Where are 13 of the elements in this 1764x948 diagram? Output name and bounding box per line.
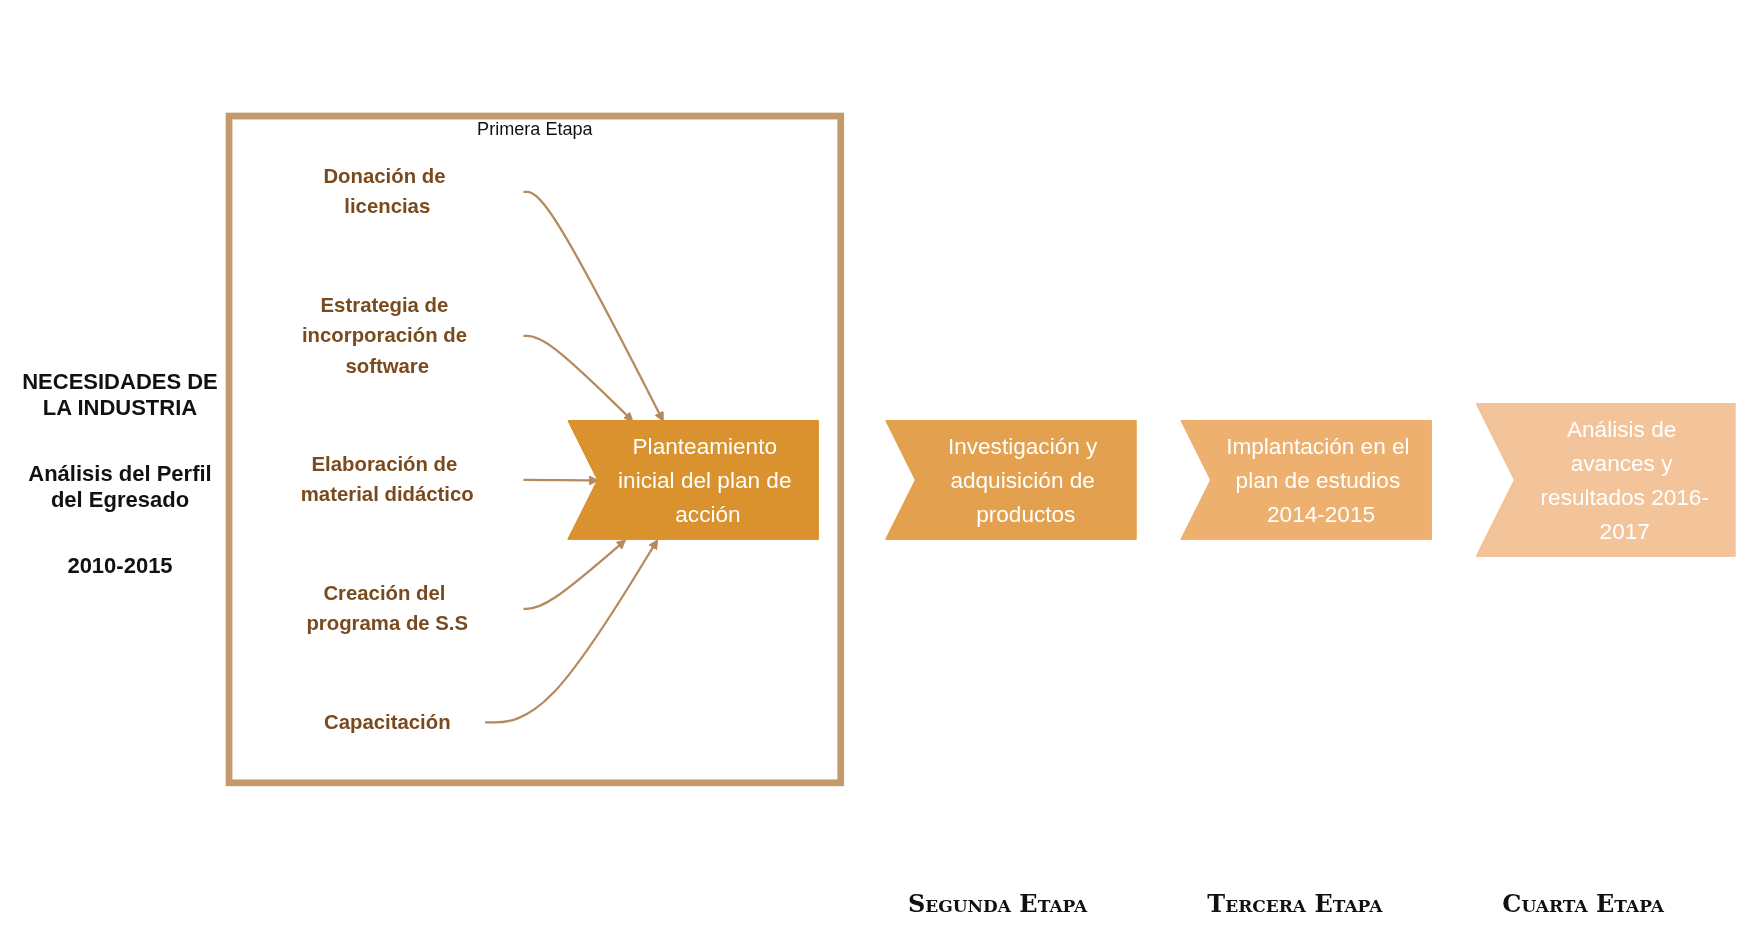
arrow — [484, 539, 658, 724]
stage-label: Segunda Etapa — [907, 889, 1088, 918]
side-note: NECESIDADES DE LA INDUSTRIA — [21, 369, 219, 421]
stage-label: Cuarta Etapa — [1502, 889, 1664, 918]
node-text: Estrategia de incorporación de software — [301, 293, 467, 378]
node-text: Donación de licencias — [323, 164, 446, 218]
side-note: Análisis del Perfil del Egresado — [27, 461, 213, 513]
node-text: Elaboración de material didáctico — [300, 452, 474, 506]
side-note: 2010-2015 — [66, 553, 174, 579]
arrow — [522, 539, 627, 610]
stage-label: Tercera Etapa — [1207, 889, 1383, 918]
node-text: Capacitación — [323, 710, 451, 734]
node-text: Creación del programa de S.S — [306, 581, 469, 635]
